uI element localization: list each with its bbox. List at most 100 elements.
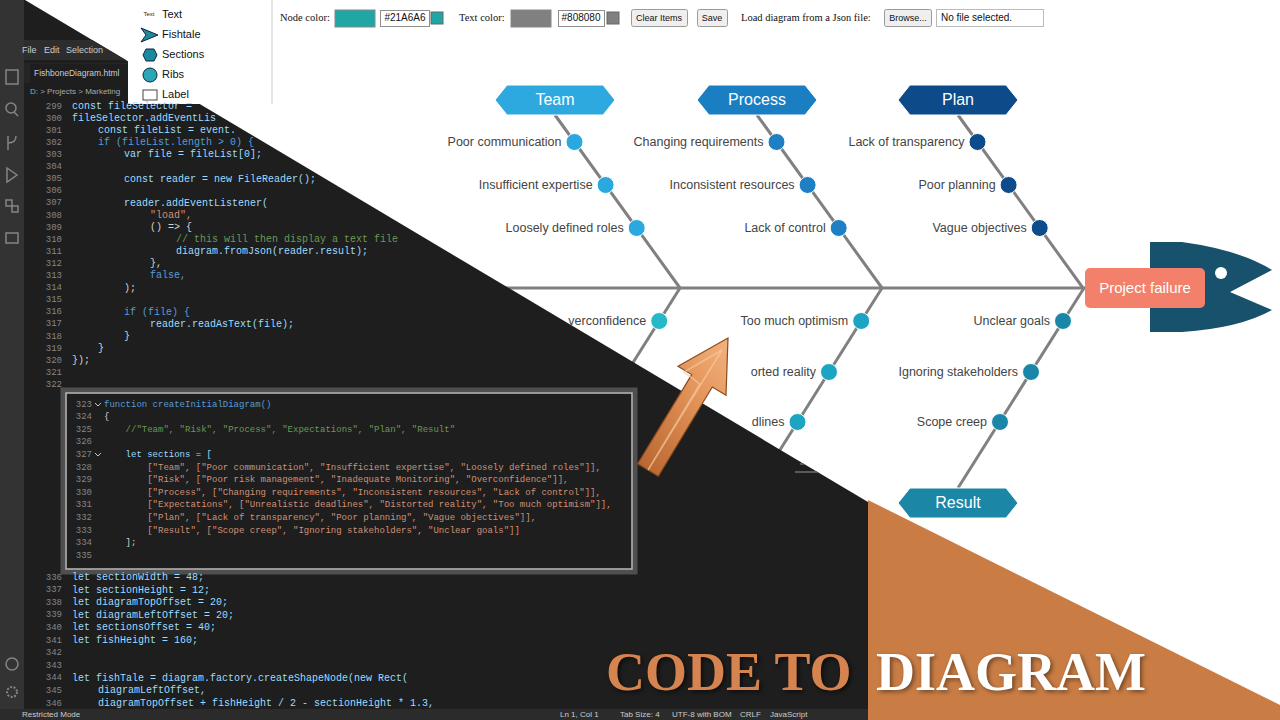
code-line: { — [104, 412, 109, 423]
line-number: 340 — [46, 623, 62, 634]
minimap-line — [795, 447, 840, 449]
line-number: 324 — [76, 412, 92, 423]
code-line: } — [98, 343, 104, 355]
line-number: 337 — [46, 585, 62, 596]
file-field: No file selected. — [936, 9, 1044, 27]
field-rect — [937, 10, 1044, 27]
rib-dot — [1031, 220, 1048, 237]
line-number: 326 — [76, 437, 92, 448]
code-line: fileSelector.addEventLis — [72, 113, 216, 125]
code-line: ["Team", ["Poor communication", "Insuffi… — [147, 463, 601, 474]
code-line: } — [124, 331, 130, 343]
menu-item: Edit — [44, 45, 60, 56]
code-line: ["Expectations", ["Unrealistic deadlines… — [147, 500, 611, 511]
code-line: false, — [150, 270, 186, 282]
code-line: ["Result", ["Scope creep", "Ignoring sta… — [147, 526, 520, 537]
field-label: Node color: — [280, 12, 330, 25]
code-line: diagram.fromJson(reader.result); — [176, 246, 368, 258]
code-line: reader.readAsText(file); — [150, 319, 294, 331]
code-line: // this will then display a text file — [176, 234, 398, 246]
code-line: diagramTopOffset + fishHeight / 2 - sect… — [98, 698, 434, 710]
sections-icon — [143, 49, 157, 61]
code-line: //"Team", "Risk", "Process", "Expectatio… — [126, 425, 455, 436]
rib-label: Loosely defined roles — [506, 221, 624, 236]
account-icon — [6, 658, 18, 670]
line-number: 328 — [76, 463, 92, 474]
status-item: Tab Size: 4 — [620, 710, 660, 720]
toolbar-button: Clear Items — [631, 9, 688, 27]
color-swatch — [431, 12, 443, 24]
palette-item: Text — [162, 8, 182, 21]
code-line: let fishTale = diagram.factory.createSha… — [72, 673, 408, 685]
title-text: DIAGRAM — [876, 640, 1146, 705]
palette-item: Ribs — [162, 68, 184, 81]
code-line: const fileSelector = — [72, 101, 192, 113]
field-label: Text color: — [459, 12, 505, 25]
arrow-highlight — [648, 350, 722, 470]
field-rect — [381, 10, 430, 26]
line-number: 301 — [46, 126, 62, 137]
extensions-icon — [6, 200, 12, 206]
node-text: Browse... — [889, 13, 927, 23]
palette-item: Fishtale — [162, 28, 201, 41]
line-number: 321 — [46, 368, 62, 379]
section-hexagon — [898, 85, 1018, 115]
node-text: #808080 — [562, 12, 601, 24]
line-number: 335 — [76, 551, 92, 562]
line-number: 315 — [46, 295, 62, 306]
code-line: }); — [72, 355, 90, 367]
code-line: ["Risk", ["Poor risk management", "Inade… — [147, 475, 568, 486]
line-number: 300 — [46, 114, 62, 125]
line-number: 308 — [46, 211, 62, 222]
rib-label: Poor communication — [448, 135, 562, 150]
palette-item: Label — [162, 88, 189, 101]
rib-label: verconfidence — [568, 314, 646, 329]
section-box: Result — [898, 488, 1018, 518]
rib-dot — [799, 177, 816, 194]
rib-label: Too much optimism — [741, 314, 849, 329]
line-number: 345 — [46, 686, 62, 697]
rib-dot — [651, 313, 668, 330]
status-item: CRLF — [740, 710, 761, 720]
rib-label: orted reality — [751, 365, 816, 380]
line-number: 331 — [76, 500, 92, 511]
line-number: 311 — [46, 247, 62, 258]
line-number: 342 — [46, 648, 62, 659]
settings-icon — [7, 687, 17, 697]
line-number: 307 — [46, 198, 62, 209]
effect-box: Project failure — [1085, 268, 1205, 308]
status-item: Ln 1, Col 1 — [560, 710, 599, 720]
activity-bar — [0, 0, 24, 720]
minimap-line — [800, 463, 830, 465]
ribs-icon — [143, 68, 157, 82]
node-text: Process — [728, 91, 786, 109]
status-bar — [0, 709, 870, 720]
rib-label: Poor planning — [918, 178, 995, 193]
effect-rect — [1085, 268, 1205, 308]
callout-box — [66, 393, 632, 569]
line-number: 332 — [76, 513, 92, 524]
code-line: () => { — [150, 222, 192, 234]
line-number: 299 — [46, 102, 62, 113]
status-item: UTF-8 with BOM — [672, 710, 732, 720]
rib-dot — [830, 220, 847, 237]
rib-dot — [821, 364, 838, 381]
status-item: Restricted Mode — [22, 710, 80, 720]
section-hexagon — [898, 488, 1018, 518]
line-number: 329 — [76, 475, 92, 486]
field-rect — [558, 10, 604, 26]
line-number: 305 — [46, 174, 62, 185]
rib-label: Lack of control — [744, 221, 825, 236]
code-line: let sectionsOffset = 40; — [72, 622, 216, 634]
node-text: Result — [935, 494, 980, 512]
section-box: Process — [697, 85, 817, 115]
menu-item: Selection — [66, 45, 103, 56]
line-number: 306 — [46, 186, 62, 197]
line-number: 338 — [46, 598, 62, 609]
code-line: let fishHeight = 160; — [72, 635, 198, 647]
color-swatch — [607, 12, 619, 24]
breadcrumb: D: > Projects > Marketing — [30, 87, 120, 97]
rib-label: Scope creep — [917, 415, 987, 430]
line-number: 320 — [46, 356, 62, 367]
node-text: #21A6A6 — [384, 12, 425, 24]
